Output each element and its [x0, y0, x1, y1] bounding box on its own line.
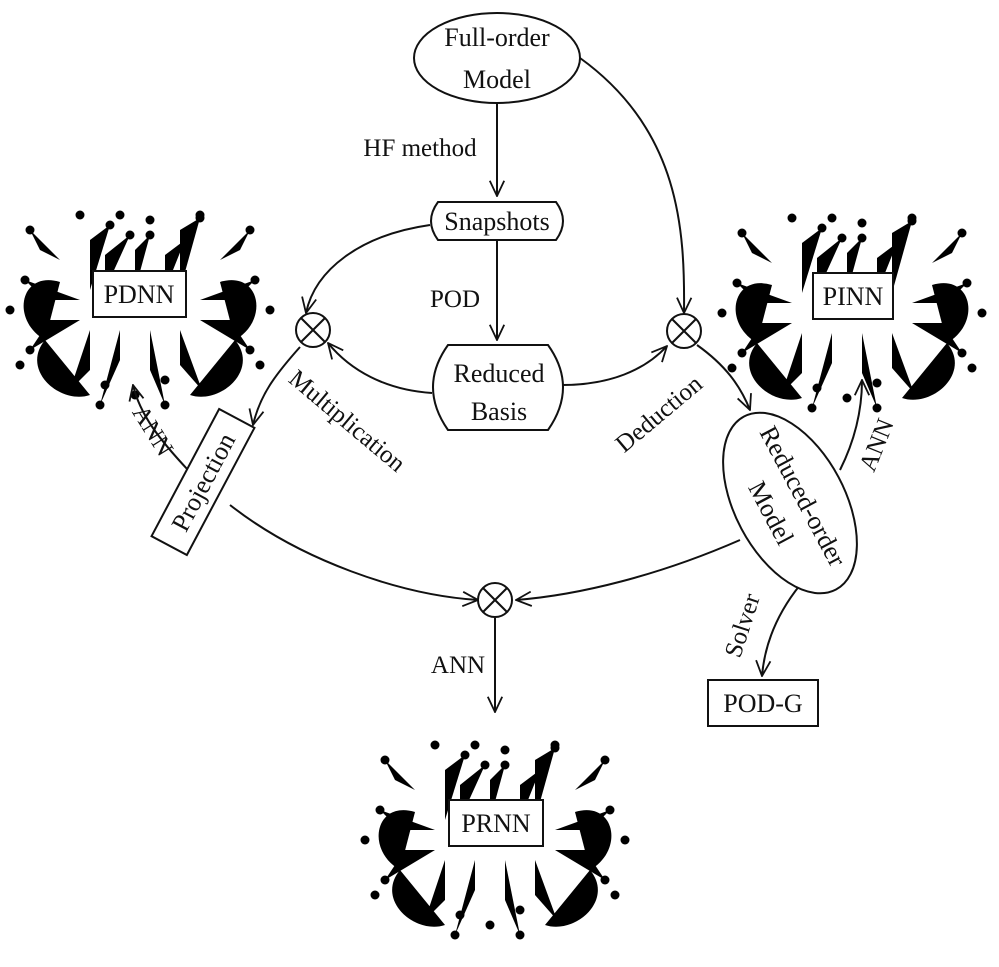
- edge-basis-deduction: [561, 346, 667, 386]
- edge-snapshots-mult: [306, 224, 431, 313]
- full-order-model-label-1: Full-order: [444, 23, 550, 52]
- ann-pinn-label: ANN: [854, 415, 899, 475]
- reduced-basis-node: Reduced Basis: [432, 344, 564, 431]
- edge-mult-projection: [253, 346, 301, 425]
- edge-rom-prnn: [516, 539, 741, 600]
- deduction-combine-icon: [666, 313, 702, 349]
- edge-projection-pdnn: [133, 385, 189, 471]
- pinn-label: PINN: [823, 282, 884, 311]
- prnn-combine-icon: [477, 582, 513, 618]
- edge-deduction-rom: [696, 344, 750, 410]
- multiplication-label: Multiplication: [283, 365, 410, 478]
- prnn-label: PRNN: [461, 809, 531, 838]
- snapshots-node: Snapshots: [430, 201, 564, 241]
- ann-pdnn-label: ANN: [127, 401, 179, 461]
- multiplication-combine-icon: [295, 312, 331, 348]
- snapshots-label: Snapshots: [444, 207, 549, 236]
- ann-prnn-label: ANN: [431, 652, 485, 679]
- pod-label: POD: [430, 286, 480, 313]
- pod-g-label: POD-G: [723, 689, 802, 718]
- edges: [133, 57, 862, 712]
- pdnn-label: PDNN: [104, 280, 175, 309]
- edge-rom-pinn: [839, 380, 862, 471]
- edge-fom-deduction: [579, 57, 684, 313]
- deduction-label: Deduction: [611, 370, 709, 458]
- edge-rom-podg: [762, 584, 801, 676]
- pod-g-node: POD-G: [707, 679, 819, 727]
- edge-basis-mult: [328, 343, 433, 394]
- prnn-node: PRNN: [448, 799, 544, 847]
- edge-projection-prnn: [229, 504, 478, 600]
- full-order-model-label-2: Model: [463, 65, 531, 94]
- pinn-node: PINN: [812, 272, 894, 320]
- reduced-order-model-node: Reduced-order Model: [722, 411, 858, 595]
- reduced-basis-label-1: Reduced: [454, 359, 545, 388]
- pdnn-node: PDNN: [92, 270, 187, 318]
- hf-method-label: HF method: [363, 135, 477, 162]
- reduced-basis-label-2: Basis: [471, 397, 527, 426]
- full-order-model-node: Full-order Model: [413, 12, 581, 104]
- solver-label: Solver: [720, 590, 766, 661]
